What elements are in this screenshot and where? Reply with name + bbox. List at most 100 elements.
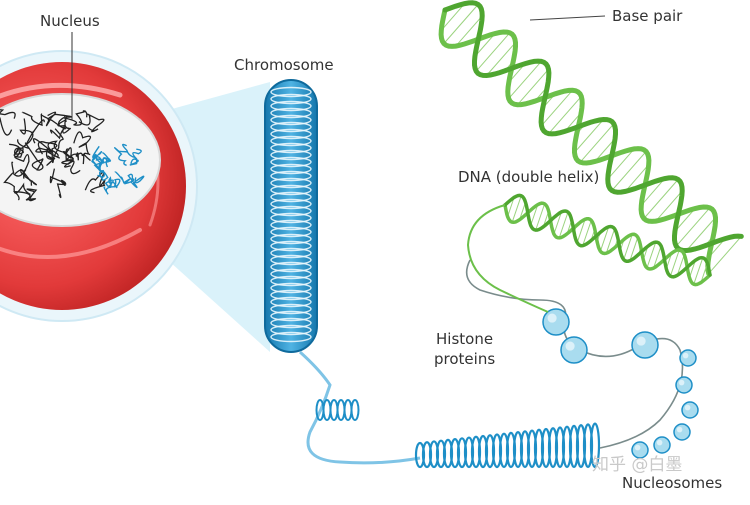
nucleosome-bead (631, 331, 659, 359)
base-pair-pointer (529, 15, 606, 21)
fiber-coil (343, 399, 353, 421)
chromosome-coil (270, 261, 312, 273)
base-pair-rung (507, 197, 515, 217)
chromosome-coil (270, 86, 312, 98)
base-pair-rung (576, 219, 586, 243)
nucleosome-highlight (565, 341, 575, 351)
chromatin-thread (21, 111, 66, 130)
base-pair-rung (669, 249, 680, 277)
chromosome-coil (270, 191, 312, 203)
chromosome (264, 79, 318, 353)
chromatin-strand (298, 350, 421, 465)
chromatin-thread (19, 118, 45, 148)
base-pair-rung (607, 148, 635, 180)
chromosome-coil (270, 170, 312, 182)
chromosome-coil (270, 219, 312, 231)
base-pair-rung (440, 3, 466, 31)
base-pair-rung (474, 33, 496, 57)
base-pair-rung (517, 68, 549, 106)
chromosome-coil (270, 268, 312, 280)
base-pair-rung (640, 178, 666, 206)
dna-backbone (503, 193, 712, 279)
chromosome-coil (270, 226, 312, 238)
base-pair-rung (594, 138, 616, 162)
chromatin-blue-thread (114, 171, 135, 185)
chromatin-fiber (298, 259, 699, 469)
dna-backbone (503, 201, 712, 287)
cell (0, 50, 198, 322)
chromatin-thread (49, 168, 67, 199)
chromosome-coil (270, 275, 312, 287)
chromosome-coil (270, 212, 312, 224)
base-pair-rung (508, 61, 542, 99)
chromosome-coil (270, 149, 312, 161)
base-pair-rung (455, 15, 483, 47)
chromatin-thread (45, 111, 73, 130)
chromosome-coil (270, 114, 312, 126)
base-pair-rung (646, 241, 657, 269)
chromatin-blue-thread (129, 157, 139, 166)
chromosome-coil (270, 184, 312, 196)
chromosome-coil (270, 240, 312, 252)
base-pair-rung (548, 96, 582, 134)
chromosome-coil (270, 233, 312, 245)
chromosome-coil (270, 205, 312, 217)
base-pair-rung (655, 190, 683, 222)
watermark: 知乎 @白墨 (592, 455, 683, 475)
nucleosome-highlight (684, 404, 691, 411)
nucleosome-bead (675, 376, 693, 394)
chromatin-thread (3, 161, 31, 196)
chromosome-coils (270, 86, 312, 343)
chromosome-coil (270, 303, 312, 315)
chromosome-coil (270, 247, 312, 259)
fiber-coil (589, 422, 601, 469)
chromosome-coil (270, 317, 312, 329)
nucleosome-highlight (682, 352, 689, 359)
base-pair-rung (475, 32, 511, 72)
chromosome-coil (270, 324, 312, 336)
base-pair-rung (675, 207, 711, 247)
chromosome-coil (270, 163, 312, 175)
dna-thread (466, 204, 549, 313)
chromatin-highlight (91, 143, 145, 195)
label-histone-line1: Histone (436, 330, 494, 348)
base-pair-rung (676, 254, 685, 276)
base-pair-rung (535, 203, 546, 231)
base-pair-rung (653, 245, 662, 269)
chromatin-thread (73, 131, 92, 162)
nucleosome-bead (681, 401, 699, 419)
chromatin-blue-thread (103, 178, 121, 195)
chromatin-blue-thread (114, 147, 128, 166)
nucleosome-bead (542, 308, 570, 336)
chromosome-coil (270, 128, 312, 140)
nucleosome-highlight (636, 336, 646, 346)
chromatin-blue-thread (98, 162, 109, 181)
nucleosome-highlight (678, 379, 685, 386)
cell-highlight (0, 82, 123, 99)
nucleosome-highlight (634, 444, 641, 451)
chromatin-blue-thread (127, 173, 145, 189)
base-pair-rung (611, 151, 647, 191)
base-pair-rung (686, 217, 716, 251)
chromosome-coil (270, 282, 312, 294)
chromosome-coil (270, 142, 312, 154)
base-pair-rung (623, 234, 633, 260)
base-pair-rung (629, 237, 639, 261)
label-histone-line2: proteins (434, 350, 496, 368)
solenoid-coils (315, 399, 601, 469)
base-pair-rung (511, 195, 522, 223)
chromatin-thread (78, 113, 105, 133)
base-pair-rung (674, 208, 696, 232)
chromosome-coil (270, 289, 312, 301)
base-pair-rung (579, 123, 615, 163)
chromatin-thread (13, 147, 24, 158)
chromatin-thread (61, 159, 81, 175)
chromosome-coil (270, 135, 312, 147)
chromosome-coil (270, 121, 312, 133)
cell-highlight-2 (0, 228, 142, 259)
nucleosomes-group (542, 308, 699, 459)
chromatin-blue-thread (104, 176, 118, 189)
label-base-pair: Base pair (612, 7, 683, 25)
